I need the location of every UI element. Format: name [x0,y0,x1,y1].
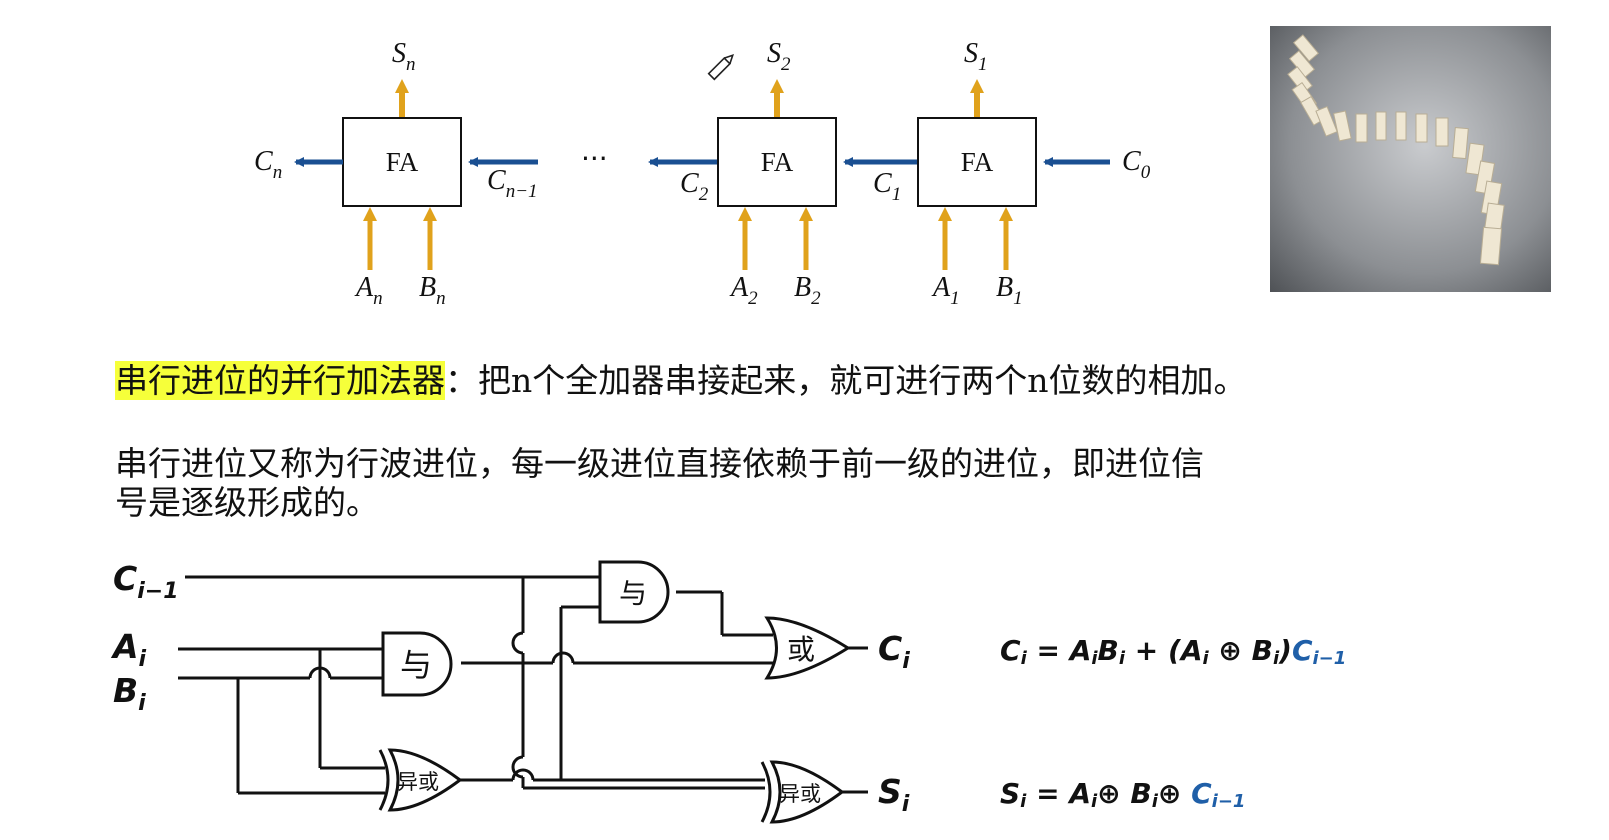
paragraph-line-1: 串行进位又称为行波进位，每一级进位直接依赖于前一级的进位，即进位信 [115,444,1204,483]
fa-label: FA [961,147,994,177]
output-c-label: Ci [878,629,910,674]
input-c-label: Ci−1 [113,559,179,604]
or-gate [764,616,851,680]
fa-stage-2: FA S2 A2 B2 C2 C1 [680,38,918,309]
carry-out-label-n: Cn [254,146,282,183]
domino-photo [1270,26,1551,292]
definition-line: 串行进位的并行加法器：把n个全加器串接起来，就可进行两个n位数的相加。 [115,360,1247,401]
wires [178,575,868,795]
xor-gate-2 [760,760,845,824]
fa-box [917,117,1037,207]
fa-label: FA [386,147,419,177]
b-label-2: B2 [794,272,821,309]
carry-in-label-1: C0 [1122,146,1151,183]
xor-gate-1-label: 异或 [397,770,439,794]
pencil-icon [707,54,734,81]
input-a-label: Ai [110,627,147,672]
carry-out-label-2: C2 [680,168,709,205]
a-label-n: An [354,272,383,309]
carry-formula: Ci = AiBi + (Ai ⊕ Bi)Ci−1 [1000,634,1346,669]
fa-box [717,117,837,207]
term-highlight: 串行进位的并行加法器 [115,361,445,400]
fa-stage-1: FA S1 A1 B1 C0 [917,38,1151,309]
and-gate-1-label: 与 [400,646,432,684]
definition-text: ：把n个全加器串接起来，就可进行两个n位数的相加。 [445,361,1247,400]
xor-gate-2-label: 异或 [779,782,821,806]
ellipsis: ··· [581,142,608,175]
b-label-n: Bn [419,272,446,309]
fa-chain-diagram: FA Sn An Bn Cn Cn−1 ··· FA S2 A2 B2 C2 C… [254,26,1551,309]
carry-in-label-2: C1 [873,168,901,205]
fa-box [342,117,462,207]
and-gate-1 [381,631,453,697]
fa-label: FA [761,147,794,177]
paragraph-line-2: 号是逐级形成的。 [115,483,379,522]
output-s-label: Si [878,772,910,817]
or-gate-label: 或 [787,633,815,666]
and-gate-2 [598,560,670,624]
sum-label-n: Sn [392,38,416,75]
a-label-1: A1 [931,272,960,309]
a-label-2: A2 [729,272,758,309]
fa-stage-n: FA Sn An Bn Cn Cn−1 [254,38,538,309]
sum-formula: Si = Ai⊕ Bi⊕ Ci−1 [1000,777,1245,812]
sum-label-2: S2 [767,38,791,75]
carry-in-label-n: Cn−1 [487,165,538,202]
xor-gate-1 [378,748,463,812]
and-gate-2-label: 与 [619,577,647,610]
b-label-1: B1 [996,272,1023,309]
sum-label-1: S1 [964,38,988,75]
input-b-label: Bi [113,671,146,716]
